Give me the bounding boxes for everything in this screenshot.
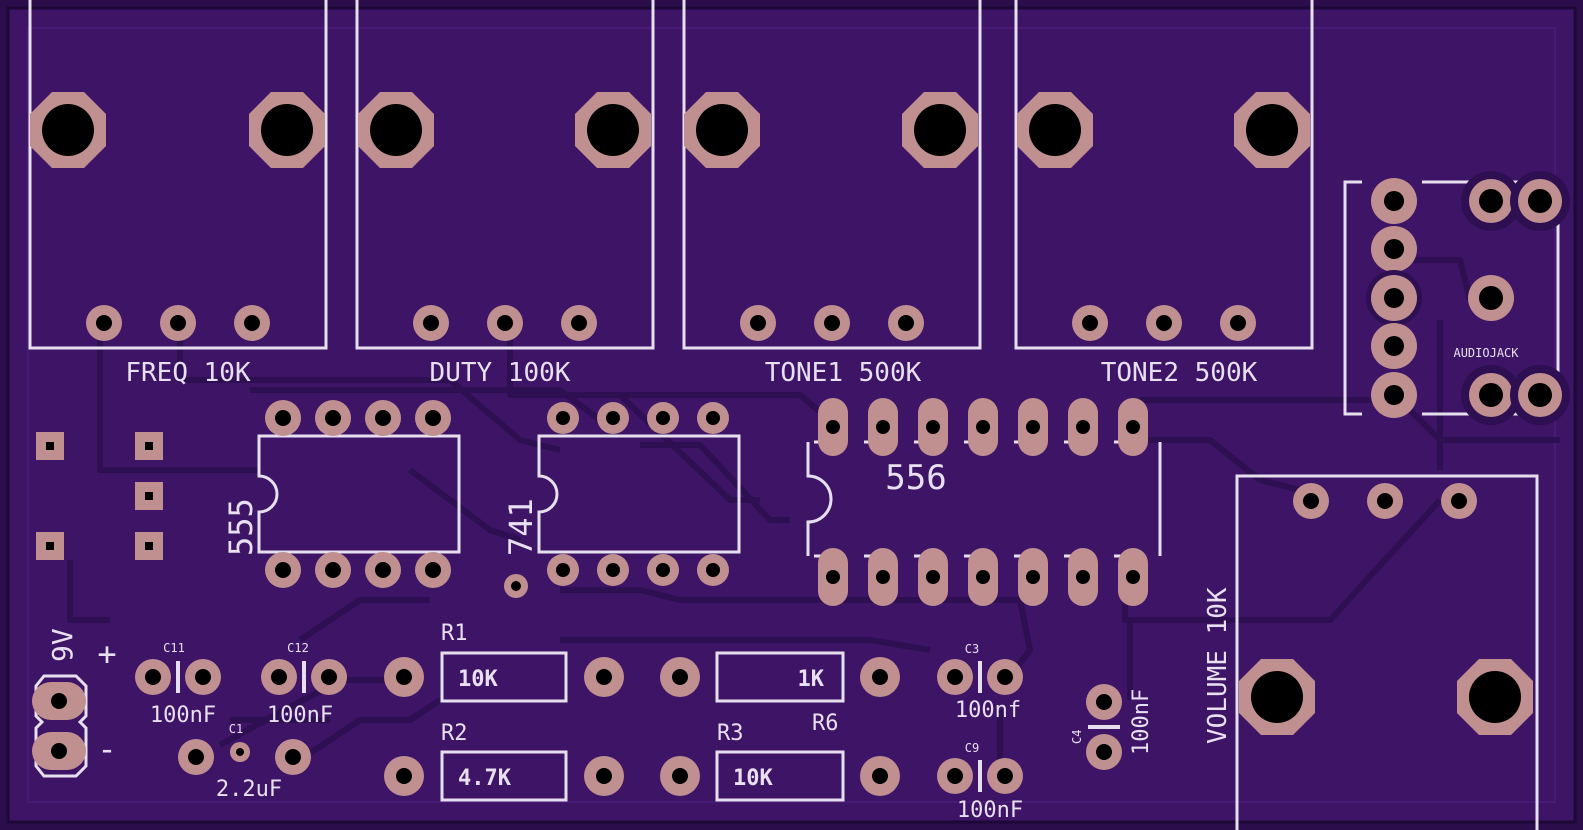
square-pads	[36, 432, 163, 560]
ic-741: 741	[502, 402, 741, 598]
cap-c12: C12 100nF	[261, 641, 347, 728]
cap-c4-ref: C4	[1070, 730, 1084, 744]
pot-tone1-label: TONE1 500K	[765, 358, 922, 388]
pot-duty: DUTY 100K	[355, 0, 655, 388]
cap-c4-value: 100nF	[1129, 689, 1154, 755]
cap-c4: C4 100nF	[1070, 684, 1154, 770]
pot-duty-label: DUTY 100K	[430, 358, 571, 388]
ic-556-label: 556	[885, 458, 946, 498]
resistor-r1-ref: R1	[441, 621, 468, 646]
audio-jack-label: AUDIOJACK	[1453, 346, 1519, 360]
resistor-r2-ref: R2	[441, 721, 468, 746]
pot-tone1: TONE1 500K	[682, 0, 982, 388]
resistor-r2-value: 4.7K	[458, 766, 512, 791]
cap-c11-ref: C11	[163, 641, 185, 655]
power-connector-9v: 9V + -	[32, 628, 117, 778]
pot-volume-label: VOLUME 10K	[1203, 587, 1233, 744]
cap-c12-ref: C12	[287, 641, 309, 655]
pot-tone2-label: TONE2 500K	[1101, 358, 1258, 388]
resistor-r3-ref: R3	[717, 721, 744, 746]
resistor-r1: R1 10K	[384, 621, 624, 703]
cap-c3-value: 100nf	[955, 698, 1021, 723]
cap-c1-value: 2.2uF	[216, 777, 282, 802]
cap-c9-value: 100nF	[957, 798, 1023, 823]
cap-c9: C9 100nF	[937, 741, 1023, 823]
cap-c1-ref: C1	[229, 722, 243, 736]
resistor-r6-ref: R6	[812, 711, 839, 736]
cap-c3: C3 100nf	[937, 642, 1023, 723]
cap-c3-ref: C3	[965, 642, 979, 656]
pot-freq: FREQ 10K	[28, 0, 328, 388]
resistor-r6: 1K R6	[660, 651, 900, 736]
resistor-r3: R3 10K	[660, 721, 900, 802]
cap-c1: C1 2.2uF	[178, 722, 311, 802]
pot-freq-label: FREQ 10K	[125, 358, 251, 388]
cap-c9-ref: C9	[965, 741, 979, 755]
resistor-r3-value: 10K	[733, 766, 773, 791]
power-label: 9V	[46, 628, 79, 662]
ic-555: 555	[222, 400, 461, 588]
pot-tone2: TONE2 500K	[1014, 0, 1314, 388]
resistor-r2: R2 4.7K	[384, 721, 624, 802]
resistor-r1-value: 10K	[458, 667, 498, 692]
ic-741-label: 741	[502, 498, 540, 556]
ic-555-label: 555	[222, 498, 260, 556]
cap-c12-value: 100nF	[267, 703, 333, 728]
resistor-r6-value: 1K	[798, 667, 825, 692]
power-plus: +	[97, 635, 116, 673]
cap-c11: C11 100nF	[135, 641, 221, 728]
power-minus: -	[97, 730, 116, 768]
audio-jack: AUDIOJACK	[1343, 171, 1570, 425]
ic-556: 556	[806, 398, 1162, 606]
pot-volume: VOLUME 10K	[1203, 474, 1539, 830]
cap-c11-value: 100nF	[150, 703, 216, 728]
